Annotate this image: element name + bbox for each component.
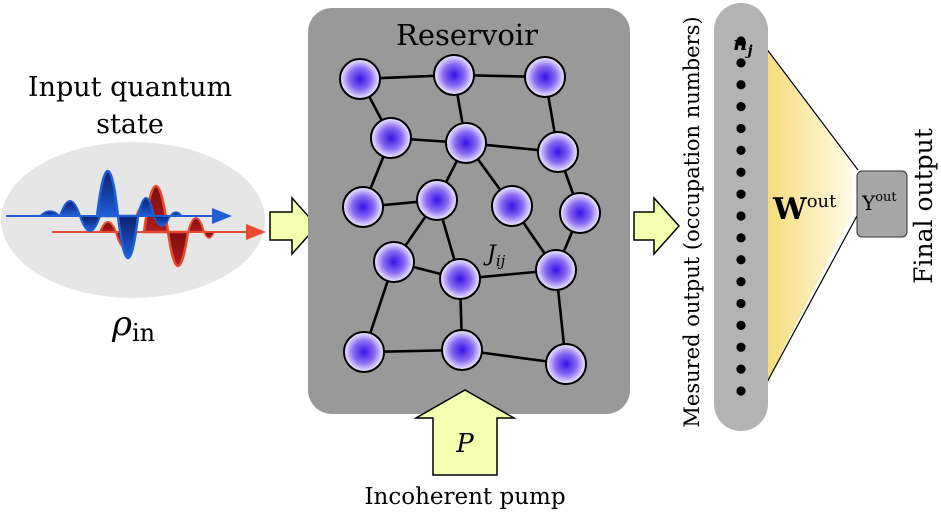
reservoir-title: Reservoir <box>396 18 538 52</box>
input-title-line1: Input quantum <box>28 72 232 103</box>
final-output-label: Final output <box>909 128 938 284</box>
reservoir-node-d2 <box>439 258 481 300</box>
output-node-dot <box>736 145 746 155</box>
pump-arrow <box>413 389 517 476</box>
reservoir-node-a1 <box>339 58 381 100</box>
output-node-dot <box>736 211 746 221</box>
reservoir-node-b3 <box>537 131 579 173</box>
reservoir-nodes <box>339 54 601 385</box>
output-node-dot <box>736 189 746 199</box>
reservoir-node-b1 <box>370 117 412 159</box>
output-node-dot <box>736 123 746 134</box>
output-node-dot <box>736 233 746 243</box>
weights-fan <box>766 48 852 384</box>
output-node-dot <box>736 364 746 374</box>
fan-edge-bottom <box>765 213 859 385</box>
output-node-dot <box>736 320 746 330</box>
output-node-dot <box>736 36 746 46</box>
reservoir-node-e3 <box>545 343 587 385</box>
output-node-dot <box>736 277 746 287</box>
reservoir-node-c2 <box>416 179 458 221</box>
output-node-dot <box>736 80 746 90</box>
output-node-dot <box>736 167 746 177</box>
input-state-group: Input quantum state ρin <box>1 72 266 347</box>
reservoir-node-b2 <box>445 122 487 164</box>
reservoir-node-a2 <box>433 54 475 96</box>
output-node-dot <box>736 255 746 265</box>
input-title-line2: state <box>96 109 164 140</box>
measured-output-label: Mesured output (occupation numbers) <box>680 16 704 427</box>
reservoir-node-c4 <box>559 192 601 234</box>
blue-wave-packet <box>6 169 232 259</box>
output-node-dot <box>736 298 746 309</box>
output-node-dot <box>736 386 746 396</box>
reservoir-node-d3 <box>535 249 577 291</box>
reservoir-node-e2 <box>441 329 483 371</box>
pump-group: P Incoherent pump <box>364 389 566 510</box>
reservoir-node-c1 <box>342 186 384 228</box>
pump-symbol: P <box>455 429 474 459</box>
pump-label: Incoherent pump <box>364 484 565 510</box>
reservoir-node-c3 <box>491 185 533 227</box>
output-group: Mesured output (occupation numbers) nj W… <box>680 3 938 431</box>
reservoir-to-output-arrow <box>633 196 681 256</box>
rho-in-label: ρin <box>111 304 155 347</box>
output-dots <box>736 36 746 396</box>
input-to-reservoir-arrow <box>269 196 319 256</box>
output-node-dot <box>736 102 746 112</box>
y-out-label: Yout <box>861 190 897 215</box>
output-node-dot <box>736 58 746 68</box>
reservoir-node-d1 <box>373 241 415 283</box>
reservoir-node-a3 <box>524 56 566 98</box>
reservoir-node-e1 <box>343 331 385 373</box>
y-out-box <box>856 170 908 238</box>
coupling-label: Jij <box>483 242 506 270</box>
output-node-dot <box>736 342 746 352</box>
weights-label: Wout <box>772 191 837 227</box>
reservoir-group: Reservoir Jij <box>308 8 630 414</box>
fan-edge-top <box>765 47 859 171</box>
